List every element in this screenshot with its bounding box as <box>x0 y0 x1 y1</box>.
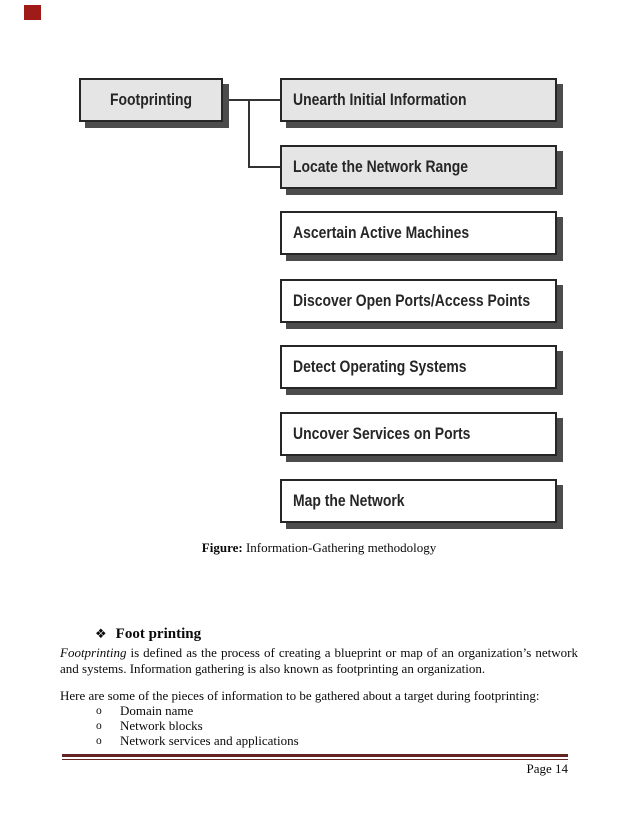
connector-horizontal-top <box>223 99 280 101</box>
list-item: o Network services and applications <box>60 732 578 749</box>
section-heading: ❖ Foot printing <box>95 626 201 643</box>
figure-caption: Figure: Information-Gathering methodolog… <box>0 540 638 556</box>
red-square-marker <box>24 5 41 20</box>
body-paragraph: Footprinting is defined as the process o… <box>60 645 578 676</box>
footer-divider-thick-line <box>62 754 568 757</box>
diagram-box-label: Detect Operating Systems <box>293 357 467 376</box>
diagram-box-detect-operating-systems: Detect Operating Systems <box>280 345 557 389</box>
diagram-box-uncover-services-on-ports: Uncover Services on Ports <box>280 412 557 456</box>
diagram-box-label: Unearth Initial Information <box>293 90 467 109</box>
diamond-bullet-icon: ❖ <box>95 627 107 642</box>
diagram-box-discover-open-ports: Discover Open Ports/Access Points <box>280 279 557 323</box>
diagram-box-ascertain-active-machines: Ascertain Active Machines <box>280 211 557 255</box>
list-intro-text: Here are some of the pieces of informati… <box>60 688 540 703</box>
list-item: o Network blocks <box>60 717 578 734</box>
figure-caption-prefix: Figure: <box>201 540 243 555</box>
figure-caption-text: Information-Gathering methodology <box>242 540 437 555</box>
diagram-box-label: Ascertain Active Machines <box>293 223 470 242</box>
circle-bullet-marker: o <box>96 734 102 747</box>
diagram-box-footprinting: Footprinting <box>79 78 223 122</box>
circle-bullet-marker: o <box>96 719 102 732</box>
footer-divider-thin-line <box>62 759 568 760</box>
diagram-box-label: Uncover Services on Ports <box>293 424 471 443</box>
diagram-box-label: Map the Network <box>293 491 405 510</box>
paragraph-text: is defined as the process of creating a … <box>60 645 578 676</box>
list-item-text: Domain name <box>120 703 194 718</box>
circle-bullet-marker: o <box>96 705 102 717</box>
page-number: Page 14 <box>526 761 568 776</box>
diagram-box-label: Discover Open Ports/Access Points <box>293 291 531 310</box>
section-heading-label: Foot printing <box>115 626 202 642</box>
paragraph-lead-word: Footprinting <box>60 645 127 660</box>
diagram-box-unearth-initial-information: Unearth Initial Information <box>280 78 557 122</box>
diagram-box-map-the-network: Map the Network <box>280 479 557 523</box>
footer-divider <box>62 754 568 760</box>
diagram-box-label: Footprinting <box>109 90 193 109</box>
diagram-box-locate-network-range: Locate the Network Range <box>280 145 557 189</box>
connector-vertical <box>248 99 250 168</box>
diagram-box-label: Locate the Network Range <box>293 157 469 176</box>
bullet-list: o Domain name o Network blocks o Network… <box>60 703 578 749</box>
connector-horizontal-bottom <box>248 166 280 168</box>
list-item-text: Network services and applications <box>120 732 299 748</box>
list-item-text: Network blocks <box>120 717 203 733</box>
list-item: o Domain name <box>60 703 578 719</box>
